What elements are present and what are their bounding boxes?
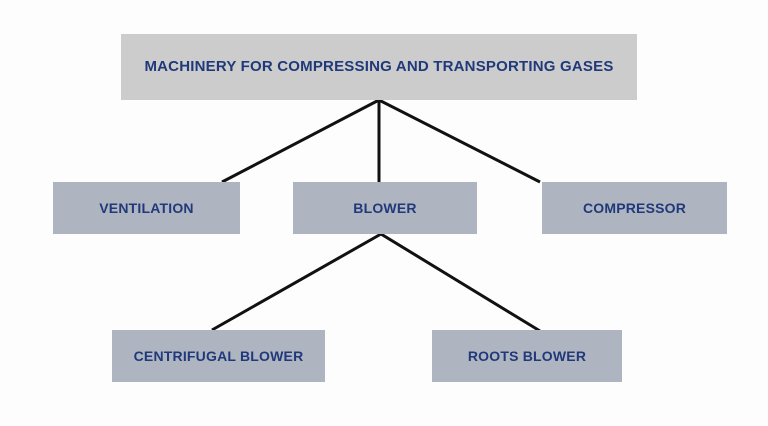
connector-root-to-compressor <box>378 98 541 184</box>
node-roots-blower: ROOTS BLOWER <box>432 330 622 382</box>
node-compressor: COMPRESSOR <box>542 182 727 234</box>
node-ventilation-label: VENTILATION <box>99 199 194 216</box>
node-centrifugal-blower: CENTRIFUGAL BLOWER <box>112 330 325 382</box>
node-machinery-root: MACHINERY FOR COMPRESSING AND TRANSPORTI… <box>121 34 637 100</box>
node-blower: BLOWER <box>293 182 477 234</box>
node-blower-label: BLOWER <box>353 199 417 216</box>
connector-blower-to-centrifugal-blower <box>211 232 382 332</box>
connector-blower-to-roots-blower <box>380 232 541 333</box>
node-root-label: MACHINERY FOR COMPRESSING AND TRANSPORTI… <box>144 58 614 76</box>
connector-root-to-ventilation <box>221 98 380 184</box>
node-roots-blower-label: ROOTS BLOWER <box>467 347 587 364</box>
node-ventilation: VENTILATION <box>53 182 240 234</box>
node-compressor-label: COMPRESSOR <box>582 199 687 216</box>
node-centrifugal-blower-label: CENTRIFUGAL BLOWER <box>133 347 304 364</box>
